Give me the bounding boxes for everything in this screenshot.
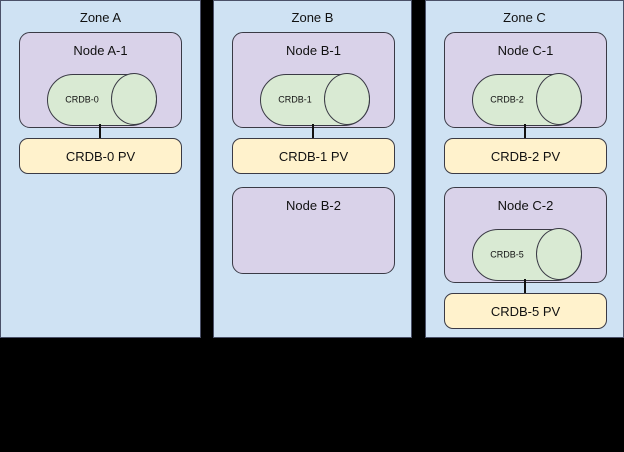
pv-crdb-2-label: CRDB-2 PV <box>490 148 561 164</box>
zone-a-label: Zone A <box>79 10 122 25</box>
database-crdb-2: CRDB-2 <box>472 73 582 126</box>
node-b-2: Node B-2 <box>232 187 395 274</box>
database-crdb-0-label: CRDB-0 <box>65 94 99 105</box>
database-crdb-5: CRDB-5 <box>472 228 582 281</box>
connector-node-b-1-to-crdb-1-pv <box>312 124 314 139</box>
pv-crdb-0-label: CRDB-0 PV <box>65 148 136 164</box>
connector-node-c-1-to-crdb-2-pv <box>524 124 526 139</box>
pv-crdb-5-label: CRDB-5 PV <box>490 303 561 319</box>
node-a-1-label: Node A-1 <box>73 43 128 58</box>
zone-b-label: Zone B <box>291 10 334 25</box>
zone-a: Zone A Node A-1 CRDB-0 CRDB-0 PV <box>0 0 201 338</box>
node-b-2-label: Node B-2 <box>286 198 341 213</box>
node-a-1: Node A-1 CRDB-0 <box>19 32 182 128</box>
zone-c-label: Zone C <box>503 10 546 25</box>
database-crdb-5-label: CRDB-5 <box>490 249 524 260</box>
zone-b: Zone B Node B-1 CRDB-1 CRDB-1 PV Node B-… <box>213 0 412 338</box>
node-c-1: Node C-1 CRDB-2 <box>444 32 607 128</box>
database-crdb-1: CRDB-1 <box>260 73 370 126</box>
pv-crdb-2: CRDB-2 PV <box>444 138 607 174</box>
cylinder-cap <box>536 228 582 280</box>
node-c-1-label: Node C-1 <box>497 43 554 58</box>
zone-c: Zone C Node C-1 CRDB-2 CRDB-2 PV Node C-… <box>425 0 624 338</box>
cylinder-cap <box>324 73 370 125</box>
pv-crdb-1: CRDB-1 PV <box>232 138 395 174</box>
pv-crdb-0: CRDB-0 PV <box>19 138 182 174</box>
node-c-2-label: Node C-2 <box>497 198 554 213</box>
pv-crdb-5: CRDB-5 PV <box>444 293 607 329</box>
cylinder-cap <box>536 73 582 125</box>
pv-crdb-1-label: CRDB-1 PV <box>278 148 349 164</box>
node-b-1-label: Node B-1 <box>286 43 341 58</box>
database-crdb-2-label: CRDB-2 <box>490 94 524 105</box>
cylinder-cap <box>111 73 157 125</box>
node-b-1: Node B-1 CRDB-1 <box>232 32 395 128</box>
connector-node-c-2-to-crdb-5-pv <box>524 279 526 294</box>
connector-node-a-1-to-crdb-0-pv <box>99 124 101 139</box>
database-crdb-1-label: CRDB-1 <box>278 94 312 105</box>
node-c-2: Node C-2 CRDB-5 <box>444 187 607 283</box>
database-crdb-0: CRDB-0 <box>47 73 157 126</box>
